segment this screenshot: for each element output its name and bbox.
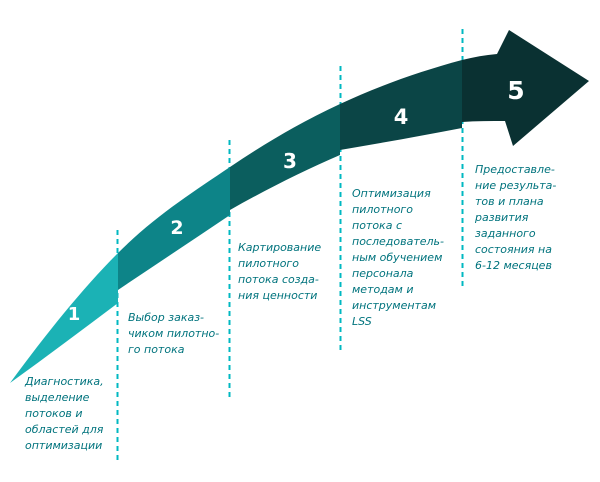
stage-label-1: Диагностика, выделение потоков и областе… <box>25 375 104 452</box>
stage-label-2: Выбор заказ- чиком пилотно- го потока <box>128 311 220 356</box>
arrow-segment-4 <box>340 60 462 150</box>
arrow-segment-3 <box>230 104 340 210</box>
arrow-segment-5-head <box>462 30 589 146</box>
stage-number-3: 3 <box>283 149 297 173</box>
stage-label-4: Оптимизация пилотного потока с последова… <box>352 187 444 328</box>
arrow-segment-1 <box>10 253 118 383</box>
stage-number-1: 1 <box>68 304 81 325</box>
stage-label-5: Предоставле- ние результа- тов и плана р… <box>475 163 557 272</box>
stage-number-5: 5 <box>507 76 524 105</box>
stage-label-3: Картирование пилотного потока созда- ния… <box>238 241 322 302</box>
stage-number-2: 2 <box>170 217 183 239</box>
stage-number-4: 4 <box>394 105 409 129</box>
arrow-segment-2 <box>118 167 230 290</box>
